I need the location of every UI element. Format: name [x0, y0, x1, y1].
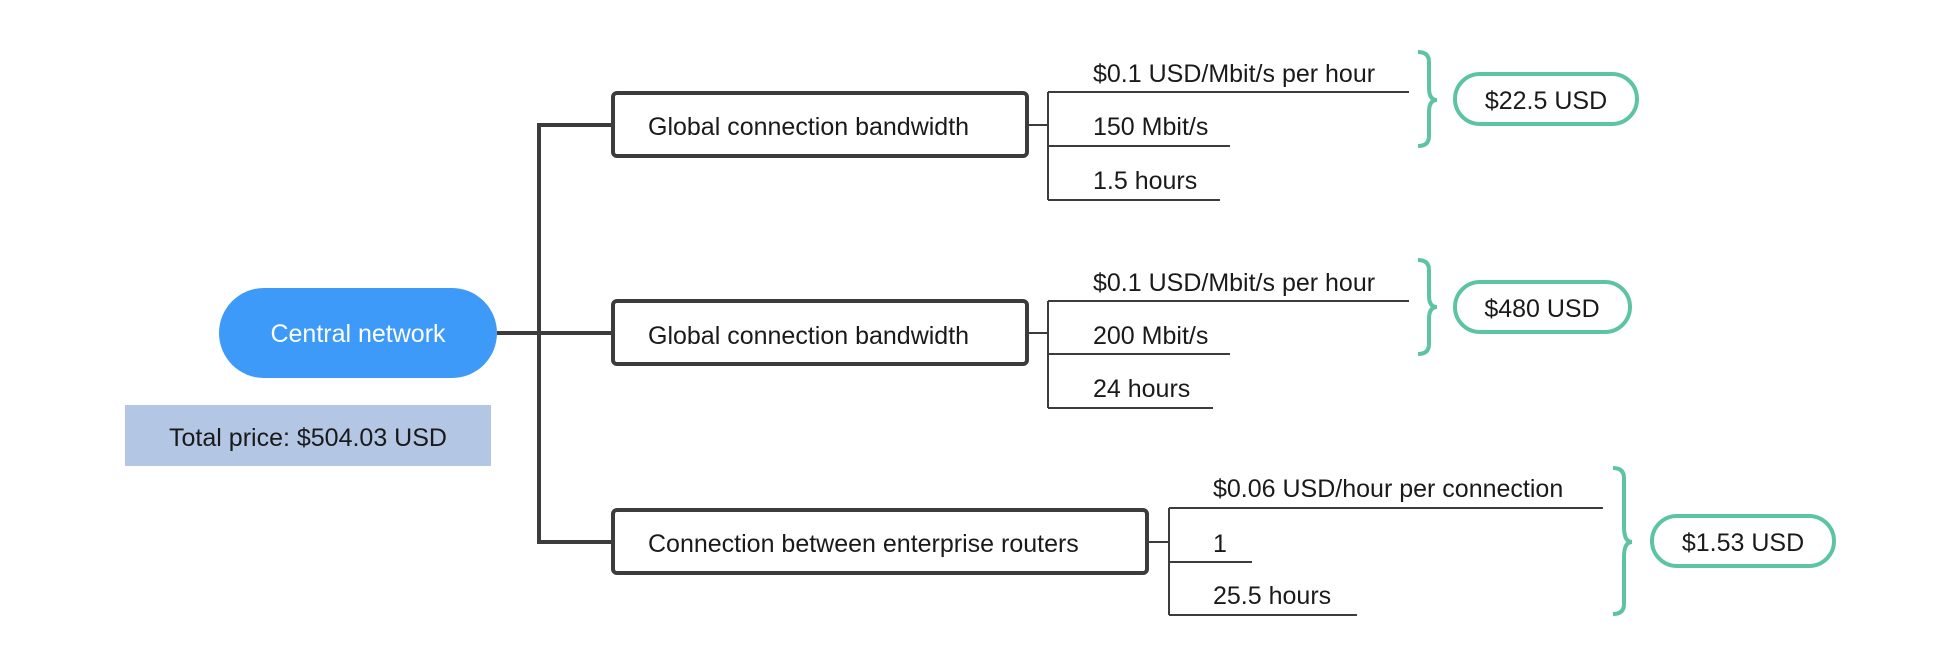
result-brace	[1417, 258, 1438, 356]
result-brace	[1612, 466, 1633, 616]
item-connection-count: 1	[1213, 530, 1227, 558]
item-unit-price: $0.06 USD/hour per connection	[1213, 475, 1563, 503]
item-unit-price: $0.1 USD/Mbit/s per hour	[1093, 269, 1375, 297]
item-duration: 1.5 hours	[1093, 167, 1197, 195]
total-price-label: Total price: $504.03 USD	[169, 424, 447, 452]
result-price: $1.53 USD	[1682, 529, 1804, 557]
branch-enterprise-routers: Connection between enterprise routers $0…	[611, 466, 1836, 616]
result-pill	[1453, 280, 1632, 334]
branch-node-label: Connection between enterprise routers	[648, 530, 1079, 558]
branch-global-bandwidth-2: Global connection bandwidth $0.1 USD/Mbi…	[611, 258, 1632, 409]
result-pill	[1650, 514, 1836, 568]
item-unit-price: $0.1 USD/Mbit/s per hour	[1093, 60, 1375, 88]
branch-node-label: Global connection bandwidth	[648, 113, 969, 141]
total-price-box: Total price: $504.03 USD	[125, 405, 491, 466]
item-duration: 24 hours	[1093, 375, 1190, 403]
root-node-label: Central network	[270, 320, 446, 348]
result-price: $480 USD	[1484, 295, 1599, 323]
item-duration: 25.5 hours	[1213, 582, 1331, 610]
root-node[interactable]: Central network	[219, 288, 497, 378]
item-bandwidth: 150 Mbit/s	[1093, 113, 1208, 141]
root-connectors	[497, 123, 613, 544]
branch-global-bandwidth-1: Global connection bandwidth $0.1 USD/Mbi…	[611, 50, 1639, 201]
result-price: $22.5 USD	[1485, 87, 1607, 115]
branch-node-label: Global connection bandwidth	[648, 322, 969, 350]
result-pill	[1453, 72, 1639, 126]
result-brace	[1417, 50, 1438, 148]
item-bandwidth: 200 Mbit/s	[1093, 322, 1208, 350]
total-price-background	[125, 405, 491, 466]
root-node-shape	[219, 288, 497, 378]
